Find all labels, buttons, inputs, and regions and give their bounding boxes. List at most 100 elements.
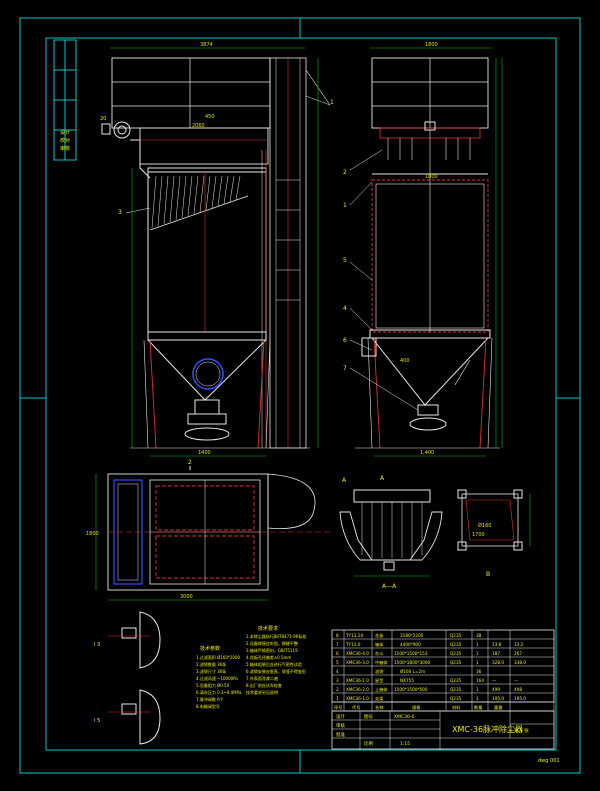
- bom-r2-w1: 187: [492, 651, 500, 656]
- dim-side-mid-small: 400: [400, 358, 410, 364]
- tech-title: 技术要求: [258, 625, 278, 632]
- hopper-band: [147, 331, 267, 341]
- filter-bags: [151, 175, 241, 229]
- tb-sheet: 第 1 张: [514, 727, 529, 734]
- detail-label-1: I 3: [94, 642, 100, 648]
- bom-r6-no: 2: [336, 687, 339, 692]
- tb-drawing-no: XMC36-0: [394, 714, 414, 720]
- bom-h-name: 名称: [375, 704, 383, 711]
- bom-r4-spec: Ø160 L=2m: [400, 669, 425, 674]
- bom-r0-name: 花板: [375, 632, 384, 639]
- bom-r3-w2: 338.0: [514, 660, 526, 665]
- bom-r0-code: TY13.10: [345, 633, 363, 638]
- dim-front-low: 1400: [198, 450, 211, 456]
- left-strip: 设计 校对 审核: [53, 39, 77, 161]
- bom-h-spec: 规格: [412, 704, 421, 711]
- bom-r5-qty: 164: [476, 678, 484, 683]
- tech-2: 3.箱体严格密封，GB/T5119: [246, 647, 298, 653]
- bom-r0-spec: 3180*2200: [400, 633, 424, 638]
- bom-r7-name: 支架: [375, 695, 383, 702]
- front-leader-1: 1: [330, 99, 334, 106]
- bom-r7-qty: 1: [476, 696, 479, 701]
- bom-r5-no: 3: [336, 678, 339, 683]
- params-5: 6.清灰压力 0.3~0.4MPa: [196, 689, 242, 695]
- bom-r1-name: 箱体: [375, 641, 384, 648]
- side-leader-2: 2: [343, 169, 347, 176]
- bom-r1-spec: 4400*900: [400, 642, 421, 647]
- bom-r3-code: XMC36-3.0: [346, 660, 369, 665]
- top-railing: [111, 57, 271, 129]
- bom-r7-no: 1: [336, 696, 339, 701]
- params-3: 4.过滤风速 ~10000Pa: [196, 675, 238, 681]
- params-7: 8.电磁阀型号: [196, 703, 220, 709]
- bom-r5-name: 星型: [375, 677, 383, 683]
- margin-label: dwg 001: [538, 758, 560, 764]
- tb-checker: 审核: [336, 722, 345, 729]
- params-6: 7.脉冲阀数 6个: [196, 696, 224, 702]
- bom-r4-qty: 36: [476, 669, 482, 674]
- bom-r7-w2: 195.0: [514, 696, 526, 701]
- dim-front-mid: 450: [205, 114, 215, 120]
- side-leader-4: 4: [343, 305, 347, 312]
- section-mark-a2: A: [380, 475, 385, 482]
- tb-scale: 1:15: [400, 741, 410, 747]
- bom-r2-name: 灰斗: [375, 650, 383, 657]
- tech-6: 7.外表面涂漆二遍: [246, 675, 278, 681]
- plan-leader-2: 2: [188, 459, 192, 466]
- upper-housing: [139, 127, 269, 165]
- svg-text:20: 20: [100, 116, 106, 122]
- bom-r0-qty: 38: [476, 633, 482, 638]
- section-mark-a1: A: [342, 477, 347, 484]
- tech-3: 4.花板孔径偏差±0.5mm: [246, 654, 291, 660]
- bom-h-qty: 数量: [474, 704, 482, 711]
- bom-r1-qty: 1: [476, 642, 479, 647]
- bom-r0-no: 8: [336, 633, 339, 638]
- title-block: 设计 审核 批准 图号 XMC36-0 比例 1:15 第 1 张 XMC-36…: [331, 710, 555, 750]
- bom-r2-no: 6: [336, 651, 339, 656]
- bom-r5-spec: NX755: [400, 678, 414, 683]
- view-b: Ø160 1700 B: [457, 489, 531, 578]
- bom-table: 8 TY13.10 花板 3180*2200 Q235 38 7 TY13.0 …: [331, 629, 555, 712]
- bom-r2-mat: Q235: [450, 651, 462, 656]
- section-aa-label: A—A: [382, 583, 397, 590]
- bom-r7-code: XMC36-1.0: [346, 696, 369, 701]
- section-aa: A A A—A: [339, 475, 443, 590]
- bom-r3-name: 中箱体: [375, 659, 388, 666]
- left-strip-2: 校对: [60, 137, 70, 144]
- bom-r5-w1: —: [492, 678, 496, 683]
- bom-r2-spec: 1500*1500*153: [394, 651, 428, 656]
- bom-r6-name: 上箱体: [375, 686, 388, 693]
- dim-side-low: 1,400: [420, 450, 434, 456]
- bom-r0-mat: Q235: [450, 633, 462, 638]
- bom-r4-no: 4: [336, 669, 339, 674]
- side-view: 1800 1800 400: [343, 42, 503, 457]
- inner-frame: [45, 37, 557, 751]
- dim-front-width: 3874: [200, 42, 213, 48]
- motor-icon: [113, 121, 131, 139]
- bom-r6-w2: 498: [514, 687, 522, 692]
- tb-approver: 批准: [336, 731, 345, 738]
- tech-7: 8.出厂前应试车检查: [246, 682, 282, 688]
- tb-drawing-no-label: 图号: [364, 714, 373, 720]
- bom-r7-mat: Q235: [450, 696, 462, 701]
- bom-r1-no: 7: [336, 642, 339, 647]
- tech-4: 5.箱体组装后应进行气密性试验: [246, 661, 302, 667]
- bom-r4-name: 滤袋: [375, 668, 384, 675]
- bom-r2-code: XMC36-4.0: [346, 651, 369, 656]
- inlet-circle: [192, 358, 224, 390]
- bom-h-code: 代号: [352, 704, 360, 711]
- bom-r5-mat: Q235: [450, 678, 462, 683]
- params-4: 5.设备阻力 Ø0.5X: [196, 682, 230, 688]
- tech-0: 1.本除尘器执行JB/T8471-96标准: [246, 633, 306, 639]
- front-view: 3874 20 450 2060: [100, 42, 334, 457]
- dim-front-mid2: 2060: [192, 123, 205, 129]
- params-2: 3.滤袋尺寸 36条: [196, 668, 226, 674]
- rotary-valve: [194, 399, 220, 415]
- bom-r6-qty: 1: [476, 687, 479, 692]
- bom-r7-w1: 195.0: [492, 696, 504, 701]
- left-strip-1: 设计: [60, 129, 70, 136]
- bom-r3-w1: 328.0: [492, 660, 504, 665]
- bom-r3-mat: Q235: [450, 660, 462, 665]
- side-leader-1: 1: [343, 202, 347, 209]
